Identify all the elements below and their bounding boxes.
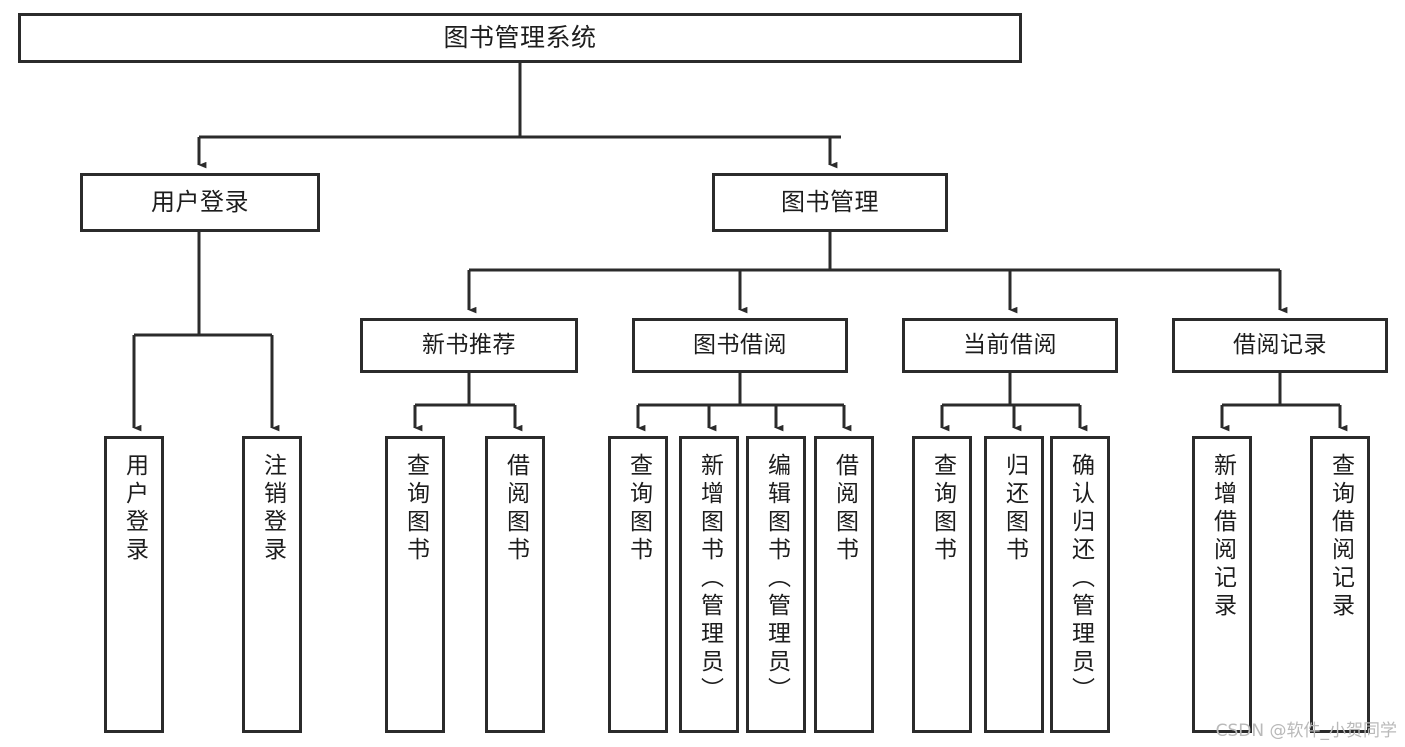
node-leaf-add-record-label: 新增借阅记录 — [1209, 453, 1236, 621]
node-new-book-recommend[interactable]: 新书推荐 — [360, 318, 578, 373]
node-leaf-borrow-book-2[interactable]: 借阅图书 — [814, 436, 874, 733]
node-leaf-borrow-book-1-label: 借阅图书 — [502, 453, 529, 565]
node-leaf-edit-book-admin-label: 编辑图书（管理员） — [763, 453, 790, 705]
node-leaf-query-book-2[interactable]: 查询图书 — [608, 436, 668, 733]
node-leaf-user-login[interactable]: 用户登录 — [104, 436, 164, 733]
node-leaf-add-book-admin[interactable]: 新增图书（管理员） — [679, 436, 739, 733]
node-current-borrow-label: 当前借阅 — [963, 331, 1057, 358]
node-leaf-borrow-book-1[interactable]: 借阅图书 — [485, 436, 545, 733]
node-borrow-record[interactable]: 借阅记录 — [1172, 318, 1388, 373]
node-leaf-user-login-label: 用户登录 — [121, 453, 148, 565]
node-new-book-recommend-label: 新书推荐 — [422, 331, 516, 358]
node-leaf-logout-label: 注销登录 — [259, 453, 286, 565]
node-leaf-query-book-1[interactable]: 查询图书 — [385, 436, 445, 733]
node-leaf-confirm-return-label: 确认归还（管理员） — [1067, 453, 1094, 705]
node-root[interactable]: 图书管理系统 — [18, 13, 1022, 63]
node-book-borrow-label: 图书借阅 — [693, 331, 787, 358]
node-book-management[interactable]: 图书管理 — [712, 173, 948, 232]
node-leaf-logout[interactable]: 注销登录 — [242, 436, 302, 733]
node-leaf-query-book-2-label: 查询图书 — [625, 453, 652, 565]
node-book-borrow[interactable]: 图书借阅 — [632, 318, 848, 373]
node-leaf-confirm-return[interactable]: 确认归还（管理员） — [1050, 436, 1110, 733]
node-leaf-add-book-admin-label: 新增图书（管理员） — [696, 453, 723, 705]
node-current-borrow[interactable]: 当前借阅 — [902, 318, 1118, 373]
node-user-login[interactable]: 用户登录 — [80, 173, 320, 232]
node-borrow-record-label: 借阅记录 — [1233, 331, 1327, 358]
node-leaf-return-book[interactable]: 归还图书 — [984, 436, 1044, 733]
node-leaf-query-record[interactable]: 查询借阅记录 — [1310, 436, 1370, 733]
node-leaf-query-record-label: 查询借阅记录 — [1327, 453, 1354, 621]
node-leaf-add-record[interactable]: 新增借阅记录 — [1192, 436, 1252, 733]
node-leaf-query-book-3-label: 查询图书 — [929, 453, 956, 565]
node-user-login-label: 用户登录 — [151, 188, 249, 217]
node-leaf-query-book-1-label: 查询图书 — [402, 453, 429, 565]
node-root-label: 图书管理系统 — [443, 23, 597, 52]
watermark: CSDN @软件_小贺同学 — [1215, 721, 1397, 741]
node-leaf-borrow-book-2-label: 借阅图书 — [831, 453, 858, 565]
node-leaf-edit-book-admin[interactable]: 编辑图书（管理员） — [746, 436, 806, 733]
node-book-management-label: 图书管理 — [781, 188, 879, 217]
node-leaf-query-book-3[interactable]: 查询图书 — [912, 436, 972, 733]
node-leaf-return-book-label: 归还图书 — [1001, 453, 1028, 565]
